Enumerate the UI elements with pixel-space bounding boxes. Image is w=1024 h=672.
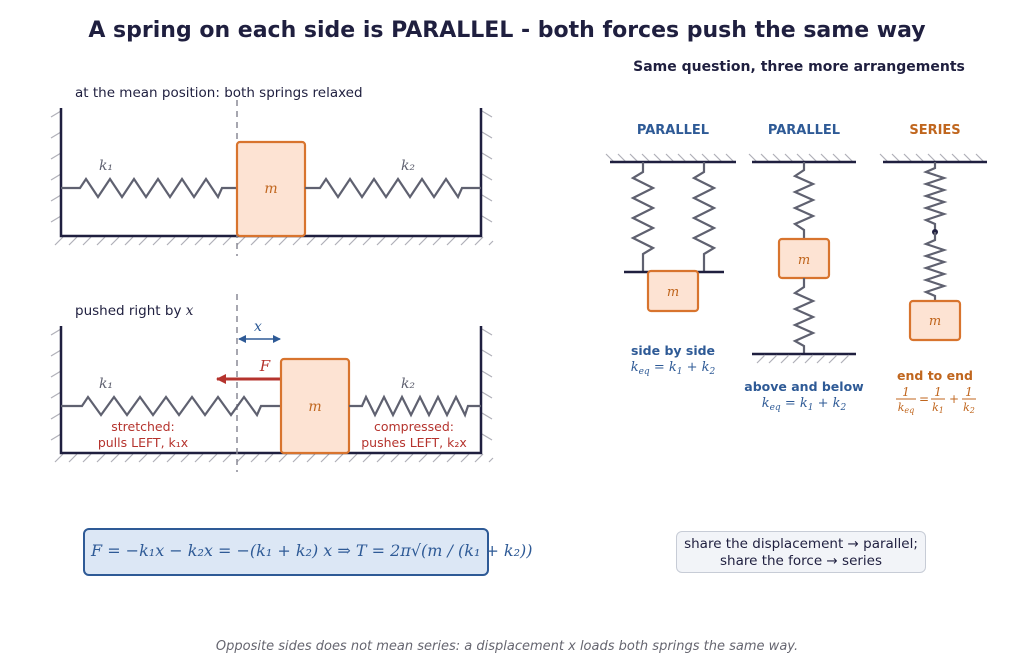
ceiling-hatch-3 bbox=[879, 153, 985, 163]
note-compressed-force: pushes LEFT, k₂x bbox=[361, 435, 467, 450]
wall-hatch-left-bottom bbox=[50, 328, 62, 441]
svg-text:1: 1 bbox=[965, 385, 973, 399]
mass-block-col3 bbox=[908, 299, 962, 342]
floor-hatch-bottom bbox=[54, 453, 494, 463]
mass-label-col2: m bbox=[798, 253, 810, 268]
hint-line-1: share the displacement → parallel; bbox=[684, 536, 918, 552]
mass-label-2: m bbox=[308, 399, 321, 415]
footer-note: Opposite sides does not mean series: a d… bbox=[216, 639, 798, 654]
displacement-label: x bbox=[254, 319, 262, 335]
svg-text:k2: k2 bbox=[963, 401, 975, 415]
ceiling-hatch-2 bbox=[748, 153, 854, 163]
col2-desc: above and below bbox=[744, 379, 864, 394]
formula-box: F = −k₁x − k₂x = −(k₁ + k₂) x ⇒ T = 2π√(… bbox=[83, 528, 533, 576]
col1-heading: PARALLEL bbox=[637, 123, 709, 138]
panel-relaxed-caption: at the mean position: both springs relax… bbox=[75, 85, 363, 101]
mass-label-col1: m bbox=[667, 285, 679, 300]
floor-hatch-2 bbox=[756, 354, 850, 364]
note-compressed: compressed: bbox=[374, 419, 454, 434]
col3-heading: SERIES bbox=[909, 123, 960, 138]
mass-label-col3: m bbox=[929, 314, 941, 329]
col1-desc: side by side bbox=[631, 343, 715, 358]
mass-block-col1 bbox=[646, 269, 700, 313]
spring-right-1 bbox=[691, 162, 717, 272]
hint-box: share the displacement → parallel; share… bbox=[676, 531, 926, 573]
spring-k2 bbox=[305, 177, 481, 200]
note-stretched-force: pulls LEFT, k₁x bbox=[98, 435, 188, 450]
wall-hatch-left-top bbox=[50, 110, 62, 223]
panel-relaxed: at the mean position: both springs relax… bbox=[50, 85, 494, 256]
k2-label: k₂ bbox=[401, 158, 415, 174]
spring-upper-2 bbox=[792, 162, 816, 240]
svg-text:k1: k1 bbox=[932, 401, 944, 415]
spring-lower-2 bbox=[792, 278, 816, 354]
svg-text:1: 1 bbox=[934, 385, 942, 399]
floor-hatch-top bbox=[54, 236, 494, 246]
ceiling-hatch-1 bbox=[605, 153, 735, 163]
svg-text:+: + bbox=[949, 392, 959, 406]
col2-heading: PARALLEL bbox=[768, 123, 840, 138]
spring-k1-stretched bbox=[61, 395, 281, 418]
svg-text:1: 1 bbox=[902, 385, 910, 399]
col2-eq: keq = k1 + k2 bbox=[762, 396, 847, 413]
svg-text:keq: keq bbox=[898, 401, 915, 415]
arrangement-series: SERIES m end to end 1 keq = 1 k1 + 1 k2 bbox=[879, 123, 987, 415]
wall-hatch-right-bottom bbox=[481, 328, 493, 441]
note-stretched: stretched: bbox=[111, 419, 175, 434]
k2-label-2: k₂ bbox=[401, 376, 415, 392]
period-formula: F = −k₁x − k₂x = −(k₁ + k₂) x ⇒ T = 2π√(… bbox=[91, 541, 533, 560]
arrangement-side-by-side: PARALLEL m side by side keq = k1 + k2 bbox=[605, 123, 736, 377]
k1-label: k₁ bbox=[99, 158, 113, 174]
spring-lower-3 bbox=[922, 232, 948, 301]
spring-upper-3 bbox=[922, 162, 948, 232]
col3-desc: end to end bbox=[897, 368, 973, 383]
page-title: A spring on each side is PARALLEL - both… bbox=[88, 18, 925, 43]
panel-displaced-caption: pushed right by x bbox=[75, 303, 194, 319]
force-label: F bbox=[259, 357, 271, 375]
spring-k1 bbox=[61, 177, 237, 200]
hint-line-2: share the force → series bbox=[719, 553, 883, 569]
mass-label: m bbox=[264, 181, 277, 197]
container-walls-bottom bbox=[59, 326, 483, 455]
right-panel-title: Same question, three more arrangements bbox=[633, 59, 965, 75]
wall-hatch-right-top bbox=[481, 110, 493, 223]
col3-eq: 1 keq = 1 k1 + 1 k2 bbox=[896, 385, 976, 415]
arrangement-above-below: PARALLEL m above and below keq = k1 + k2 bbox=[744, 123, 864, 413]
k1-label-2: k₁ bbox=[99, 376, 113, 392]
col1-eq: keq = k1 + k2 bbox=[631, 360, 716, 377]
svg-text:=: = bbox=[919, 392, 929, 406]
panel-displaced: pushed right by x x F m bbox=[50, 294, 494, 472]
spring-left-1 bbox=[630, 162, 656, 272]
spring-k2-compressed bbox=[349, 394, 481, 418]
